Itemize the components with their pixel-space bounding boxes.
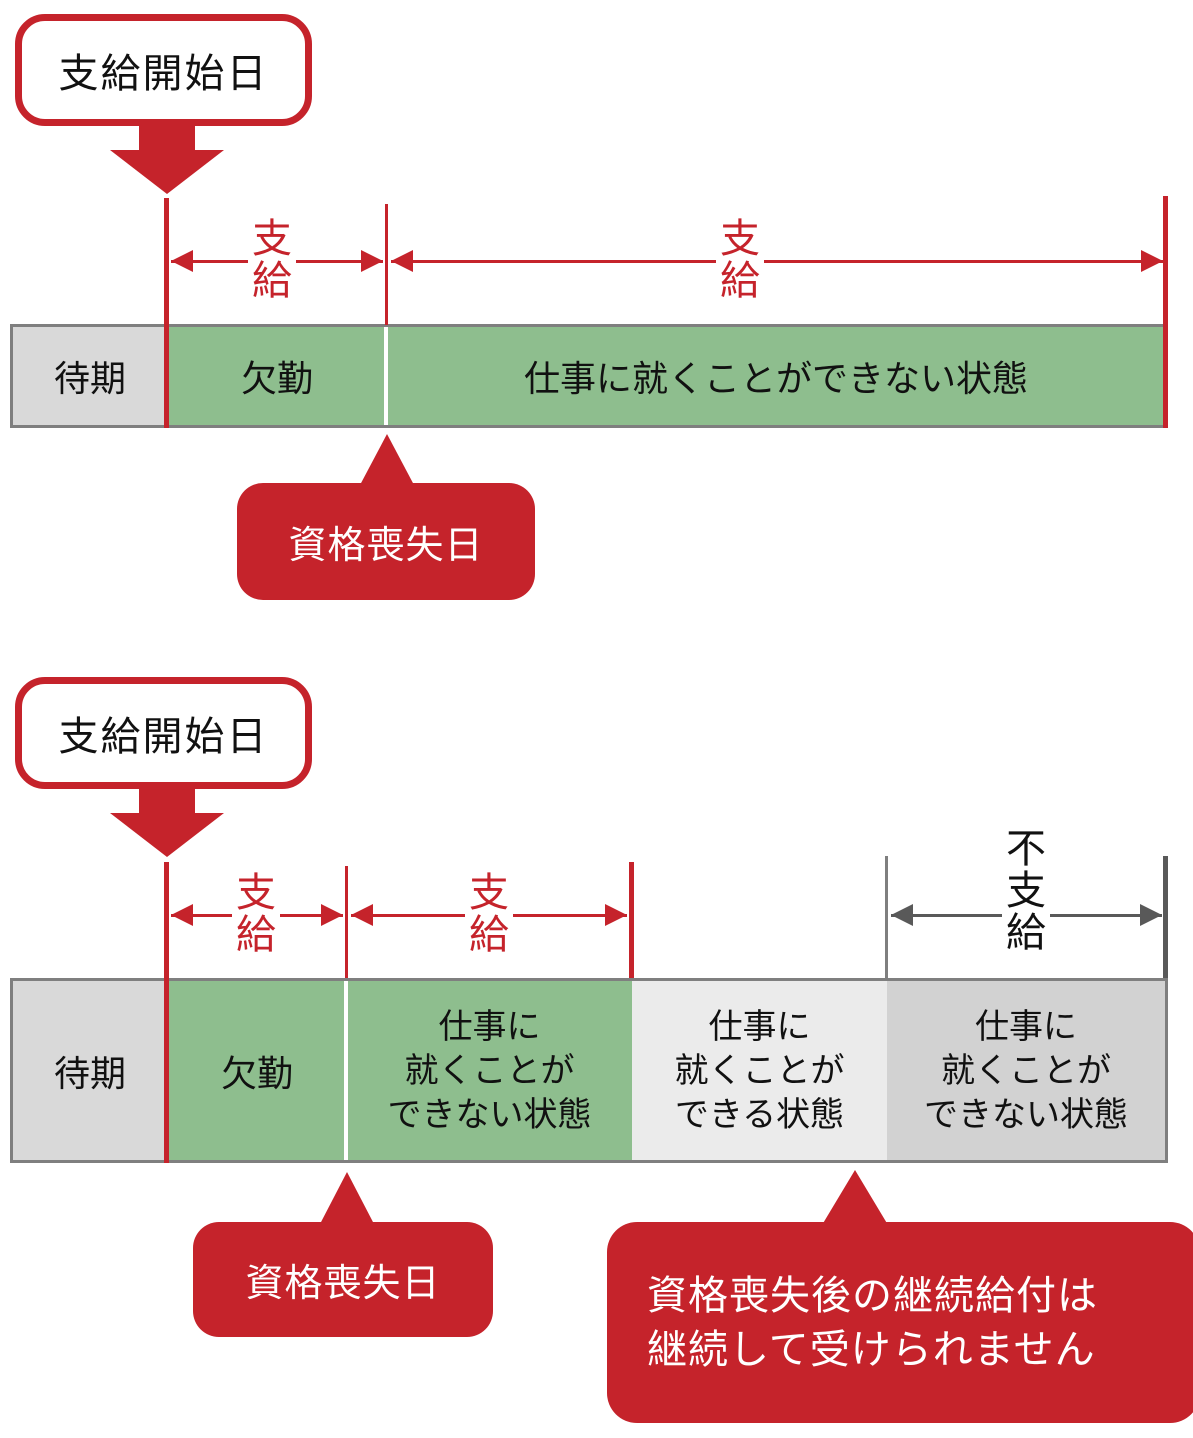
payment-span-label: 支給 [465,872,513,956]
segment-label: 仕事に 就くことが できる状態 [674,1007,845,1134]
arrowhead-right-icon [361,250,383,272]
segment-able-to-work: 仕事に 就くことが できる状態 [632,981,887,1160]
start-date-arrow-shaft [139,787,195,815]
payment-span-label: 支給 [716,218,764,302]
segment-label: 仕事に 就くことが できない状態 [924,1007,1128,1134]
start-date-arrow-icon [110,813,224,857]
payment-span-line [391,260,1163,263]
segment-unable-to-work-again: 仕事に 就くことが できない状態 [887,981,1165,1160]
payment-span-label: 支給 [248,218,296,302]
disqualification-label: 資格喪失日 [245,1263,441,1305]
arrowhead-left-icon [171,250,193,272]
segment-unable-to-work: 仕事に就くことができない状態 [387,327,1165,425]
relapse-line [885,856,888,978]
start-date-callout: 支給開始日 [15,677,312,789]
start-date-label: 支給開始日 [58,52,269,96]
continuation-note-callout: 資格喪失後の継続給付は 継続して受けられません [607,1222,1193,1423]
segment-label: 欠勤 [240,358,313,399]
start-date-line [164,198,169,428]
segment-label: 待期 [53,358,126,399]
disqualification-line [385,204,388,325]
start-date-arrow-icon [110,150,224,194]
disqualification-callout: 資格喪失日 [193,1222,493,1337]
bar-divider-white [384,327,388,425]
start-date-label: 支給開始日 [58,715,269,759]
start-date-callout: 支給開始日 [15,14,312,126]
timeline-bar-bottom: 待期 欠勤 仕事に 就くことが できない状態 仕事に 就くことが できる状態 仕… [10,978,1168,1163]
segment-label: 欠勤 [220,1052,293,1094]
payment-end-line [629,862,634,978]
segment-waiting-period: 待期 [13,981,167,1160]
callout-tail-icon [360,434,414,485]
disqualification-callout: 資格喪失日 [237,483,535,600]
arrowhead-right-icon [1140,904,1162,926]
callout-tail-icon [320,1172,374,1224]
segment-absence: 欠勤 [167,981,347,1160]
no-payment-span-label: 不支給 [1002,828,1050,954]
payment-span-label: 支給 [232,872,280,956]
arrowhead-left-icon [891,904,913,926]
segment-absence: 欠勤 [167,327,387,425]
end-line [1163,196,1168,428]
segment-label: 待期 [53,1052,126,1094]
arrowhead-left-icon [351,904,373,926]
arrowhead-left-icon [391,250,413,272]
end-line [1163,856,1168,978]
disqualification-line [345,866,348,978]
segment-unable-to-work: 仕事に 就くことが できない状態 [347,981,632,1160]
arrowhead-left-icon [171,904,193,926]
arrowhead-right-icon [605,904,627,926]
bar-divider-white [344,981,348,1160]
continuation-note-label: 資格喪失後の継続給付は 継続して受けられません [647,1273,1098,1372]
disqualification-label: 資格喪失日 [288,525,484,567]
start-date-arrow-shaft [139,124,195,152]
segment-waiting-period: 待期 [13,327,167,425]
segment-label: 仕事に 就くことが できない状態 [387,1007,592,1134]
callout-tail-icon [822,1170,888,1225]
arrowhead-right-icon [1141,250,1163,272]
start-date-line [164,862,169,1163]
arrowhead-right-icon [321,904,343,926]
segment-label: 仕事に就くことができない状態 [523,358,1028,399]
timeline-bar-top: 待期 欠勤 仕事に就くことができない状態 [10,324,1168,428]
